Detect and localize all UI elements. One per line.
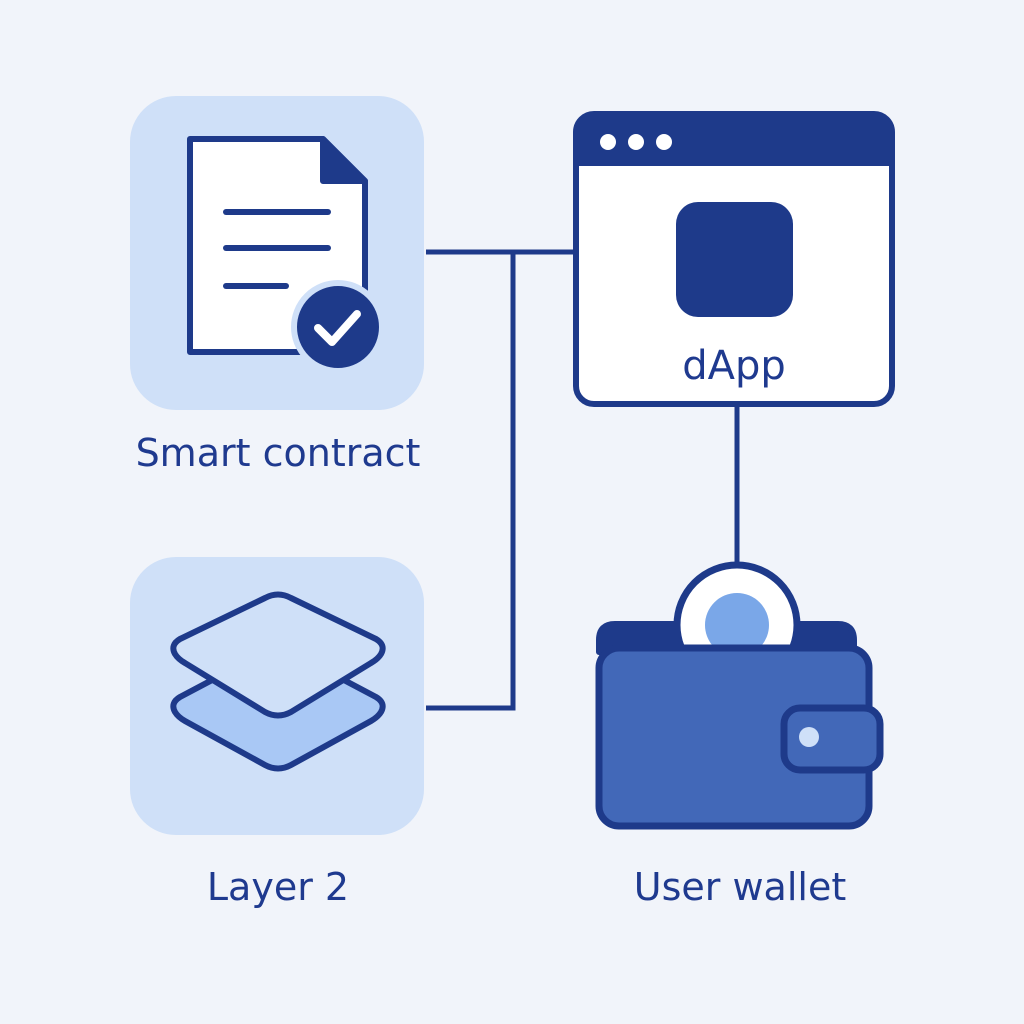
layers-icon: [170, 591, 386, 772]
layer2-node: [130, 557, 424, 835]
wallet-coin-icon: [595, 561, 884, 830]
wallet-clasp: [780, 704, 884, 774]
wallet-clasp-dot: [799, 727, 819, 747]
dapp-node: [573, 111, 895, 407]
window-dot-icon: [600, 134, 616, 150]
connectors: [426, 249, 740, 711]
edge-layer2-to-dapp: [426, 252, 516, 711]
layer2-label: Layer 2: [206, 865, 350, 909]
wallet-node: [595, 561, 884, 830]
smart-contract-label: Smart contract: [135, 431, 421, 475]
window-dot-icon: [628, 134, 644, 150]
dapp-label: dApp: [682, 343, 786, 389]
dapp-app-icon: [676, 202, 793, 317]
coin-inner: [705, 593, 769, 657]
document-check-icon: [187, 136, 385, 374]
dapp-window-titlebar: [576, 114, 892, 166]
user-wallet-label: User wallet: [633, 865, 847, 909]
window-dot-icon: [656, 134, 672, 150]
smart-contract-node: [130, 96, 424, 410]
